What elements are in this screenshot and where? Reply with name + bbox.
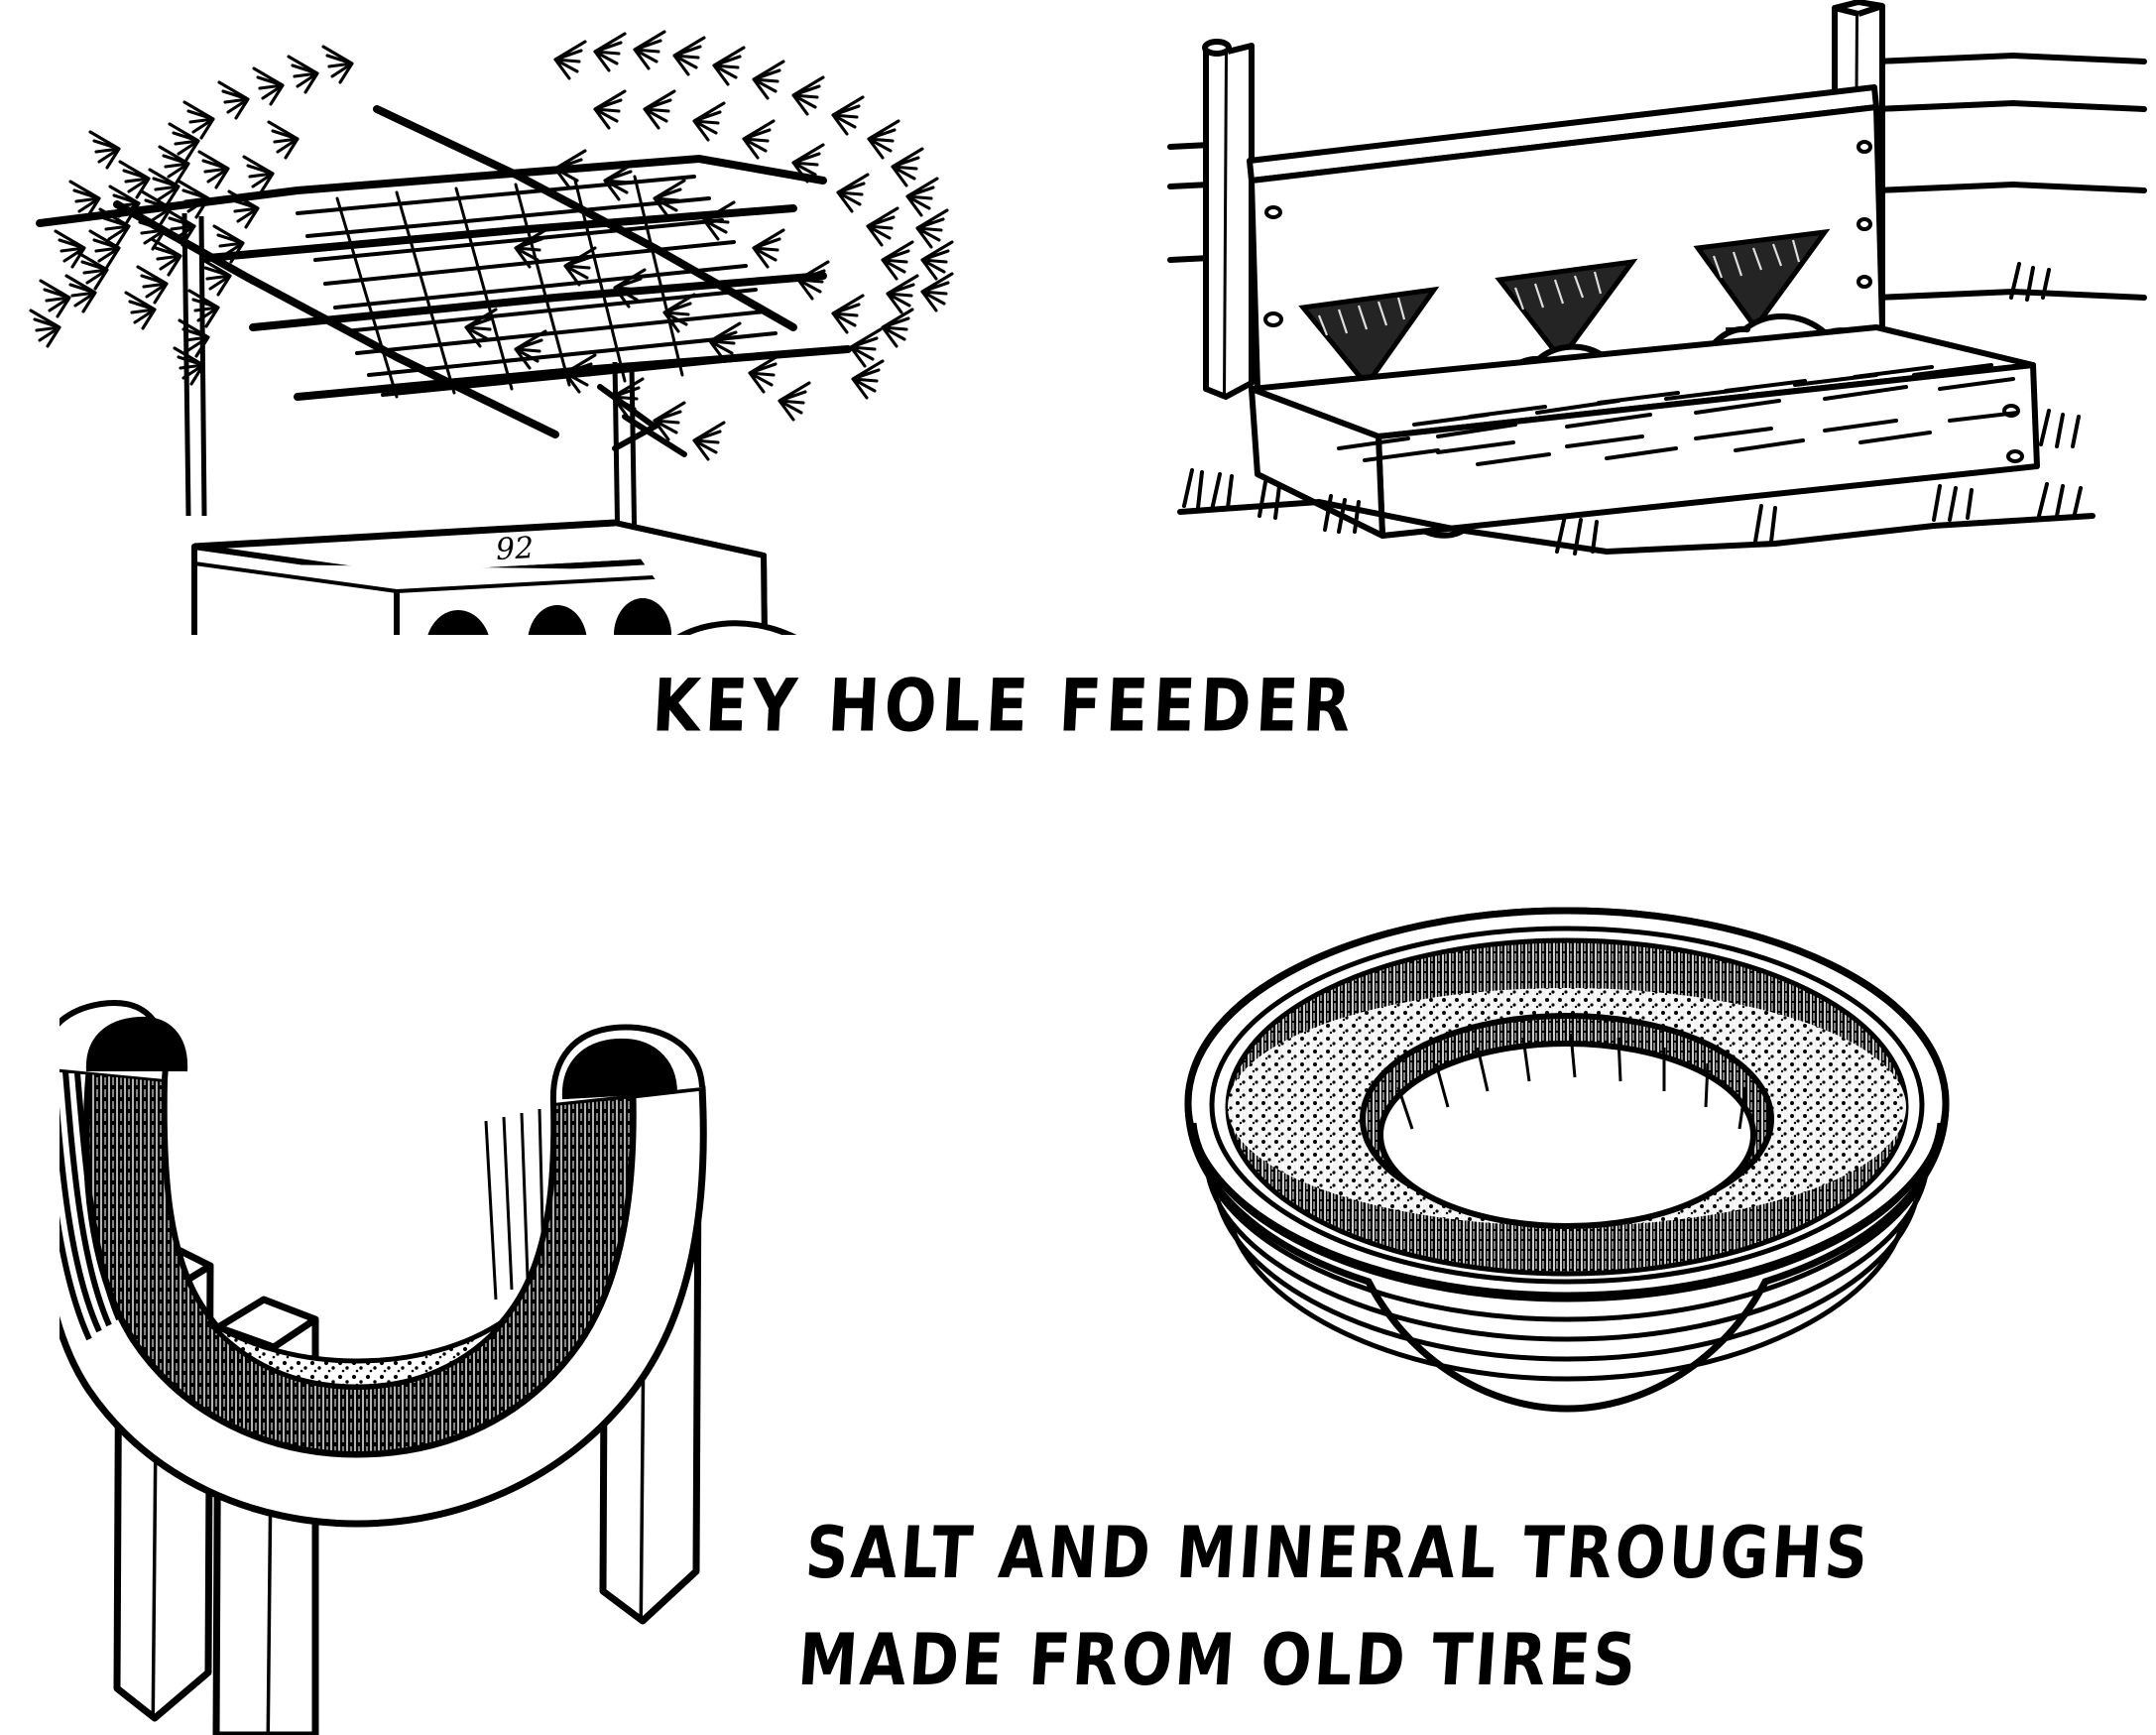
keyhole-opening-3 <box>614 598 671 635</box>
keyhole-opening-2 <box>528 605 587 635</box>
caption-keyhole-feeder: KEY HOLE FEEDER <box>651 663 1358 748</box>
tire-body <box>1184 907 1950 1413</box>
board-bolt-holes <box>1263 140 1872 327</box>
caption-troughs-line-2: MADE FROM OLD TIRES <box>794 1619 1642 1702</box>
half-tire-trough <box>60 1000 707 1528</box>
figure-keyhole-feeder-with-brush-roof <box>0 0 972 635</box>
keyhole-shelter-drawing <box>29 30 954 635</box>
trough-bolt-holes <box>2002 404 2024 463</box>
sheep-feeding <box>676 620 797 635</box>
keyhole-openings <box>427 598 671 635</box>
figure-half-tire-trough-on-posts <box>60 873 813 1735</box>
fence-post-left <box>1202 39 1255 400</box>
half-tire-trough-drawing <box>60 1000 707 1735</box>
grass-tufts <box>1182 262 2083 556</box>
shelter-posts <box>181 212 638 557</box>
tire-cut-end-left <box>60 1000 188 1341</box>
artist-signature: 92 <box>495 531 535 567</box>
tire-cut-end-right <box>549 1024 705 1104</box>
artist-signature-text: 92 <box>495 531 536 567</box>
inner-wall-hatching <box>1396 1033 1747 1130</box>
keyhole-panel-drawing <box>1167 0 2147 556</box>
ring-tire-trough-drawing <box>1184 907 1950 1413</box>
ground-line <box>1177 498 2096 556</box>
figure-whole-tire-ring-trough <box>1170 893 1964 1508</box>
feed-box <box>191 519 768 635</box>
keyhole-opening-1 <box>427 610 489 635</box>
figure-keyhole-feeder-panel-at-fence <box>1140 0 2156 615</box>
tire-sidewall-ribs <box>1191 1122 1943 1382</box>
caption-keyhole-text: KEY HOLE FEEDER <box>650 662 1358 749</box>
feed-trough-shelf <box>1249 324 2040 539</box>
hay-in-trough <box>1337 363 2019 466</box>
trough-inner-hatching <box>484 1108 545 1301</box>
caption-salt-and-mineral-troughs: SALT AND MINERAL TROUGHS MADE FROM OLD T… <box>793 1512 1874 1732</box>
caption-troughs-line-1: SALT AND MINERAL TROUGHS <box>802 1512 1874 1595</box>
brush-roof-group <box>29 30 954 461</box>
fence-wires <box>1873 52 2147 301</box>
